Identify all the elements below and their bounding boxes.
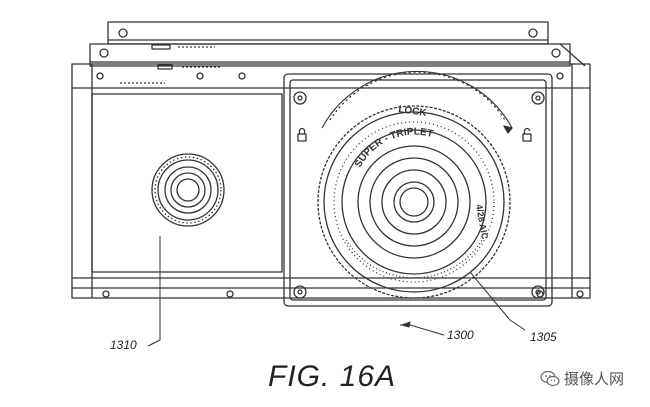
lens-assembly-1305: [317, 105, 511, 299]
lens-module-1300: [283, 70, 553, 307]
callout-1305: 1305: [530, 330, 557, 344]
figure-caption: FIG. 16A: [268, 360, 397, 393]
lock-label: LOCK: [398, 104, 428, 119]
wechat-icon: [540, 370, 560, 386]
side-module-1310: [91, 93, 283, 273]
callout-1310: 1310: [110, 338, 137, 352]
watermark: 摄像人网: [540, 368, 624, 389]
watermark-text: 摄像人网: [564, 370, 625, 388]
callout-1300: 1300: [447, 328, 474, 342]
leader-lines: [147, 236, 526, 347]
rear-module-top: [107, 21, 549, 50]
lens-focal-label: 4/28 AIC: [474, 204, 490, 241]
rear-module-middle: [89, 43, 586, 70]
camera-body: [71, 63, 591, 299]
